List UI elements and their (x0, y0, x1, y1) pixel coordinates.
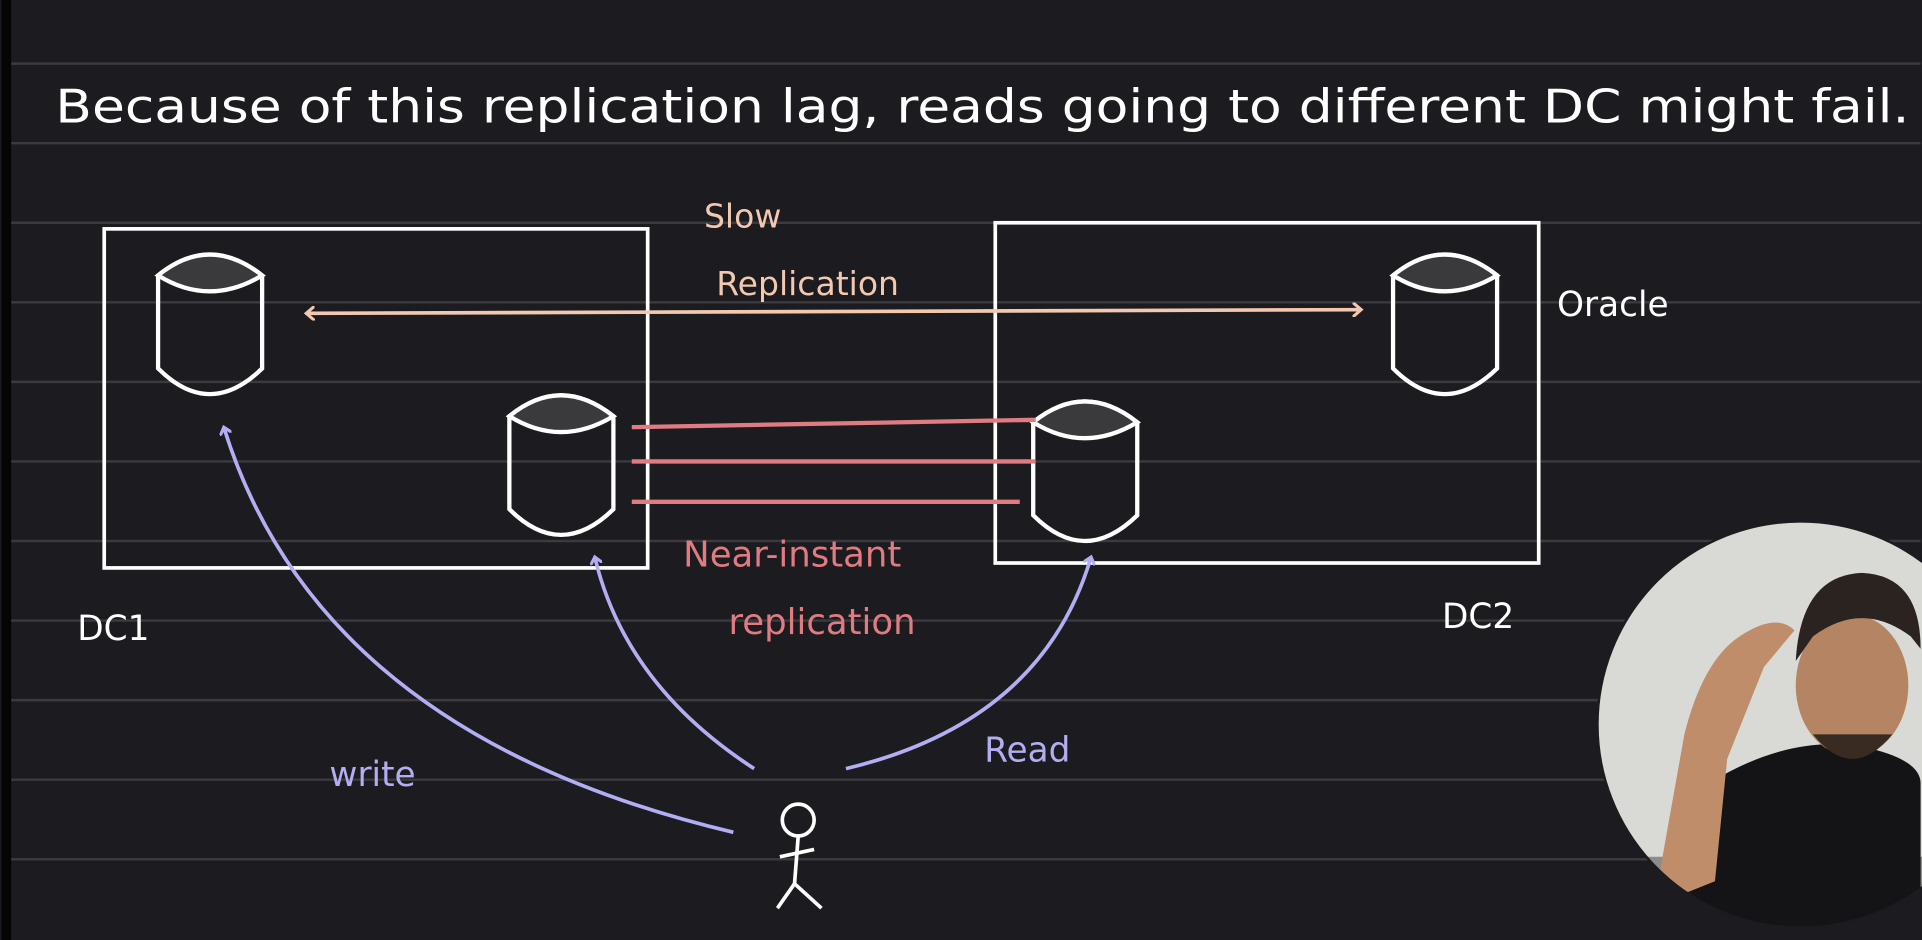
database-icon (1029, 399, 1142, 544)
write-arrow (224, 428, 734, 835)
replication-label: Replication (716, 264, 899, 303)
near-instant-label: Near-instant (683, 535, 901, 576)
read-arrow-dc1 (595, 558, 756, 771)
dc1-box (102, 227, 650, 570)
left-edge-bar (1, 0, 12, 940)
slow-label: Slow (704, 197, 781, 236)
ruled-lines (11, 62, 1921, 861)
user-stick-figure-icon (775, 802, 823, 910)
read-label: Read (984, 730, 1070, 770)
near-instant-replication-lines (631, 417, 1036, 504)
read-arrow-dc2 (845, 558, 1091, 771)
webcam-frame (1596, 520, 1922, 929)
dc2-label: DC2 (1442, 597, 1514, 637)
write-label: write (329, 755, 415, 795)
heading-text: Because of this replication lag, reads g… (55, 79, 1909, 133)
replication-fast-label: replication (728, 602, 915, 643)
database-icon (154, 252, 266, 397)
dc2-box (993, 220, 1541, 565)
database-icon (505, 393, 618, 538)
slow-replication-arrow (307, 310, 1360, 314)
oracle-label: Oracle (1557, 285, 1669, 325)
dc1-label: DC1 (77, 609, 149, 649)
database-icon (1389, 252, 1501, 397)
